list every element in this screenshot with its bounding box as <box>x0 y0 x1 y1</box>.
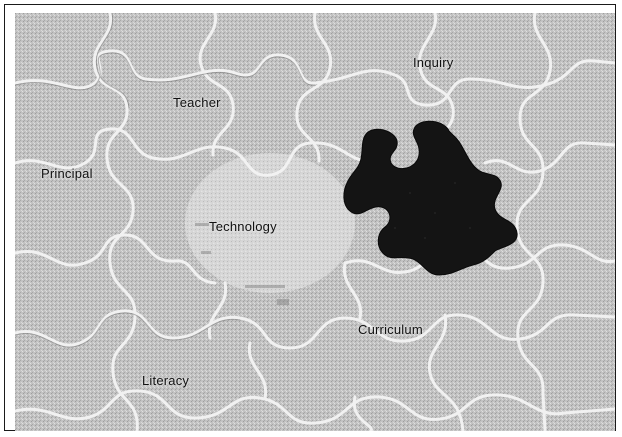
label-literacy: Literacy <box>142 373 189 388</box>
label-teacher: Teacher <box>173 95 221 110</box>
label-inquiry: Inquiry <box>413 55 453 70</box>
puzzle-illustration <box>15 13 615 431</box>
label-technology: Technology <box>209 219 277 234</box>
label-principal: Principal <box>41 166 93 181</box>
label-curriculum: Curriculum <box>358 322 423 337</box>
image-frame: Inquiry Teacher Principal Technology Cur… <box>4 4 616 431</box>
puzzle-image: Inquiry Teacher Principal Technology Cur… <box>15 13 615 431</box>
